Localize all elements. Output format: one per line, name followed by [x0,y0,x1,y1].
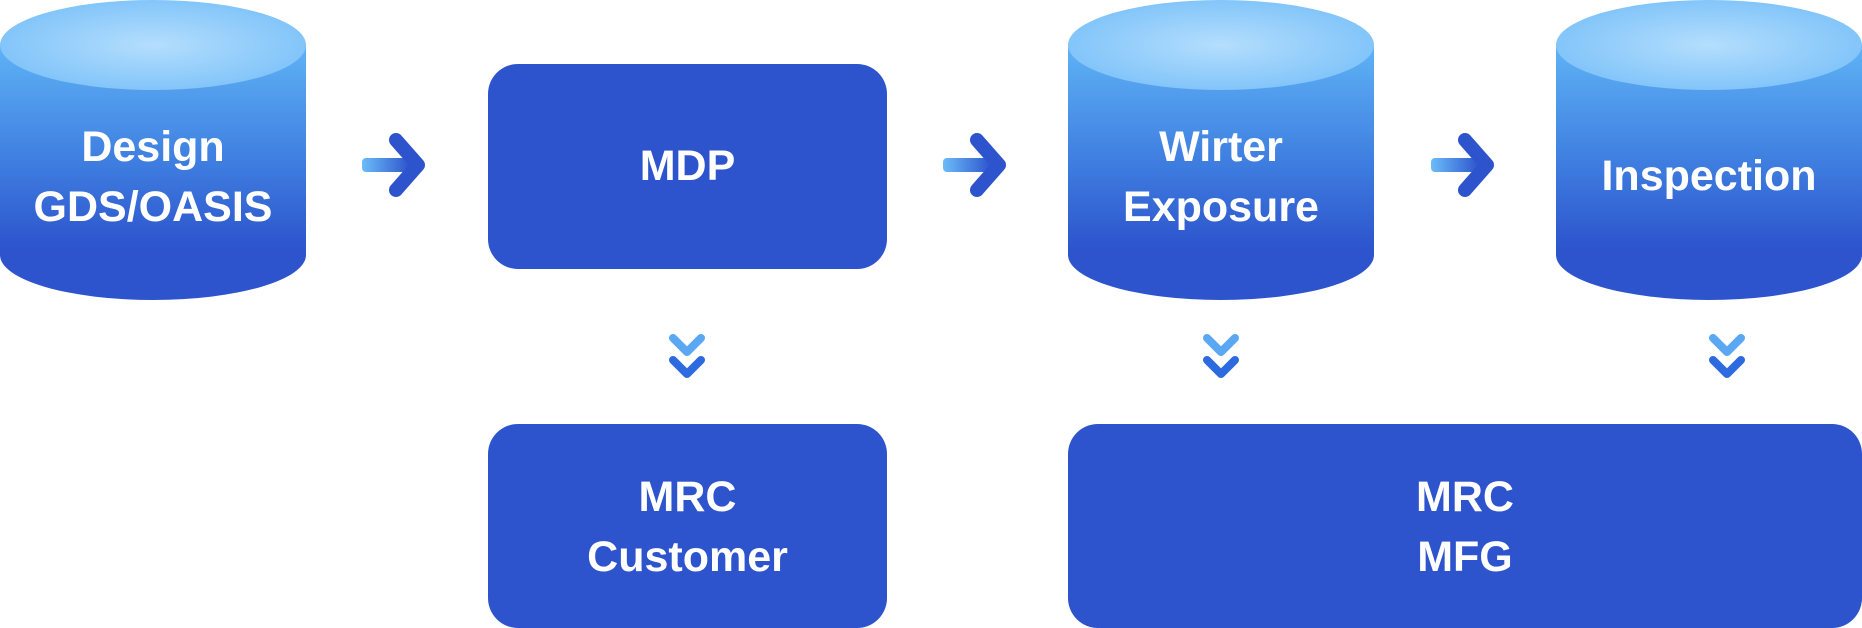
design-cylinder [0,0,306,300]
inspection-cylinder [1556,0,1862,300]
writer-title: Wirter [1159,123,1283,171]
inspection-title: Inspection [1601,152,1817,200]
mrc-mfg-subtitle: MFG [1417,533,1513,581]
inspection-label: Inspection [1556,146,1862,206]
mrc-customer-label: MRC Customer [488,467,887,587]
mdp-title: MDP [639,142,736,190]
mrc-customer-subtitle: Customer [587,533,788,581]
arrow-right-icon [362,133,425,197]
double-chevron-down-icon [1203,334,1239,378]
design-label: Design GDS/OASIS [0,117,306,237]
design-title: Design [81,123,225,171]
double-chevron-down-icon [1709,334,1745,378]
arrow-right-icon [1431,133,1494,197]
mrc-customer-title: MRC [638,473,737,521]
arrow-right-icon [943,133,1006,197]
design-format: GDS/OASIS [33,183,273,231]
writer-label: Wirter Exposure [1068,117,1374,237]
mrc-mfg-label: MRC MFG [1068,467,1862,587]
mdp-box [488,64,887,269]
writer-cylinder [1068,0,1374,300]
mrc-mfg-box [1068,424,1862,628]
double-chevron-down-icon [669,334,705,378]
mdp-label: MDP [488,136,887,196]
mrc-mfg-title: MRC [1416,473,1514,521]
mrc-customer-box [488,424,887,628]
writer-subtitle: Exposure [1123,183,1319,231]
